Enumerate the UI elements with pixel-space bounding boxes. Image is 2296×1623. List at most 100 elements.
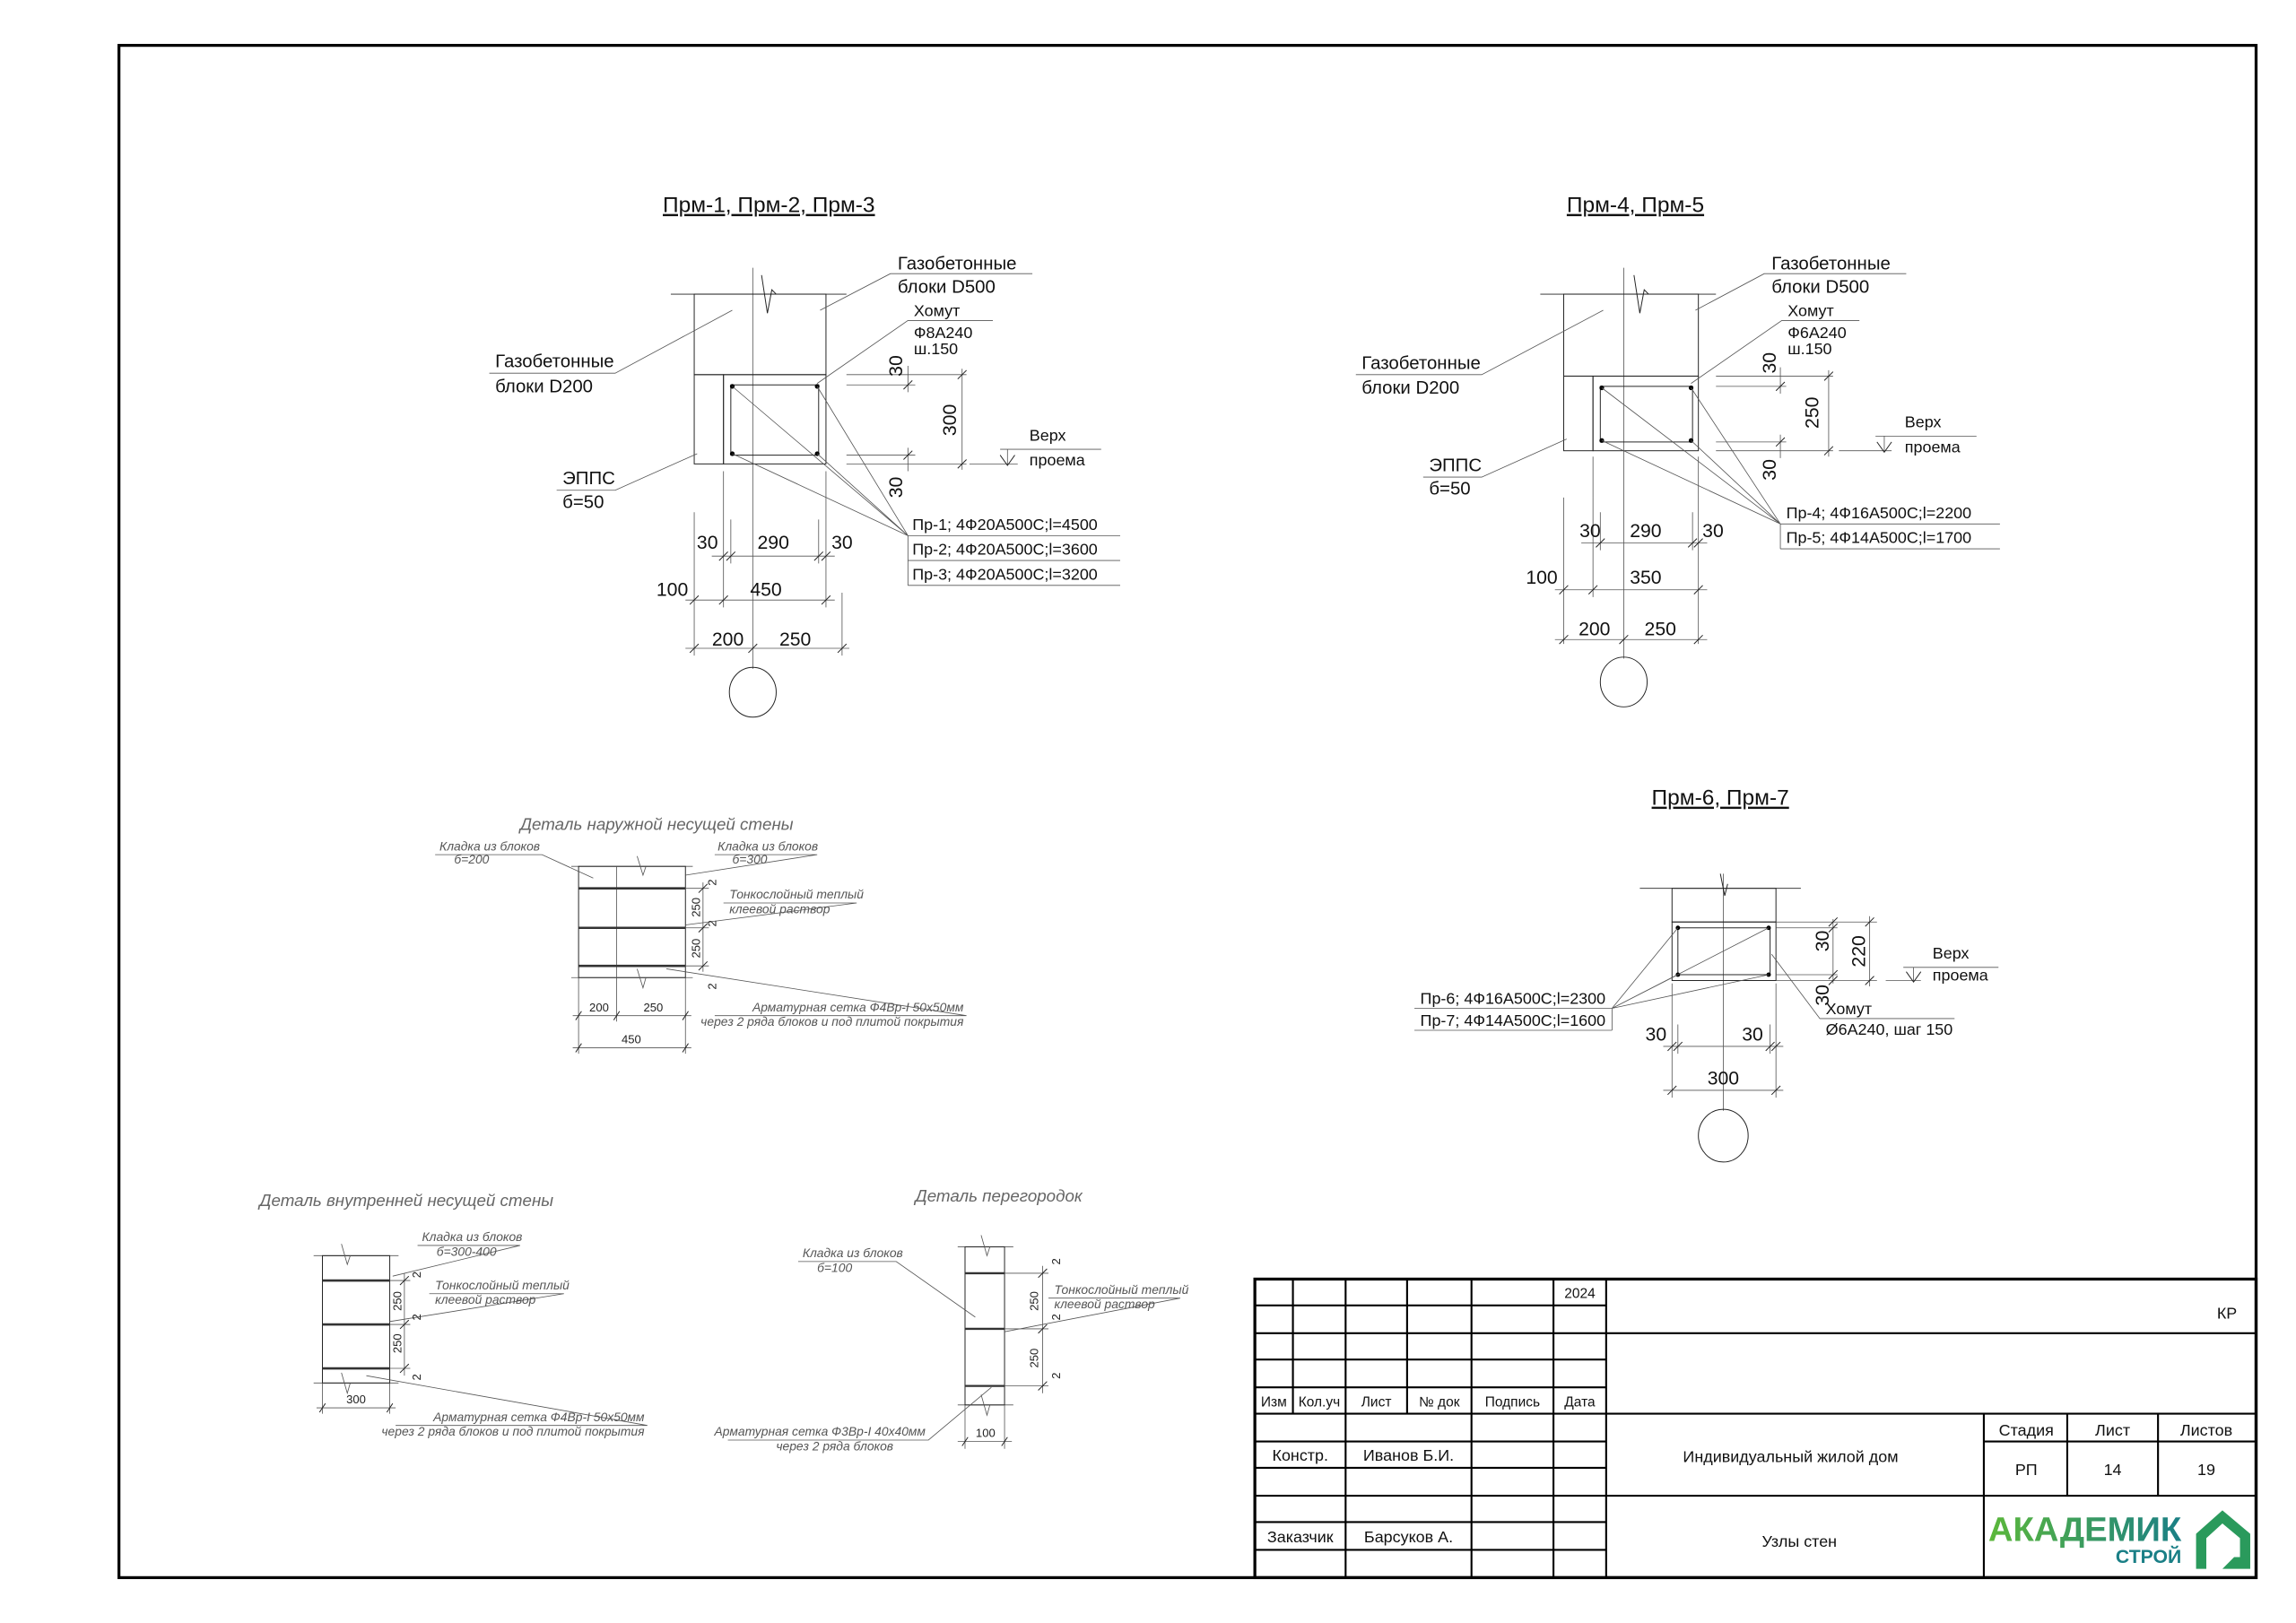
detail-title: Прм-4, Прм-5 xyxy=(1567,194,1704,218)
label-opening-top: проема xyxy=(1905,438,1961,456)
dim: 30 xyxy=(1760,352,1780,374)
dim: 2 xyxy=(706,920,719,926)
dim: 250 xyxy=(1028,1349,1041,1368)
dim: 200 xyxy=(1578,619,1610,639)
label-stirrup: Хомут xyxy=(1826,1000,1872,1018)
label-mesh: Арматурная сетка Ф4Вр-I 50х50мм xyxy=(432,1410,645,1424)
bar-spec: Пр-3; 4Ф20А500С;l=3200 xyxy=(912,565,1098,583)
label-masonry: б=100 xyxy=(817,1260,852,1274)
dim: 2 xyxy=(706,983,719,989)
role-customer: Заказчик xyxy=(1267,1528,1334,1546)
bar-spec: Пр-6; 4Ф16А500С;l=2300 xyxy=(1421,990,1606,1008)
stage-label: Стадия xyxy=(1999,1421,2054,1439)
sheet-title: Узлы стен xyxy=(1761,1532,1837,1550)
dim: 450 xyxy=(622,1033,641,1046)
dim: 30 xyxy=(831,533,853,553)
logo-subtext: СТРОЙ xyxy=(2116,1545,2181,1567)
aerated-block-d500 xyxy=(1563,293,1700,377)
dim: 290 xyxy=(757,533,788,553)
stage-value: РП xyxy=(2015,1461,2038,1479)
dim: 30 xyxy=(697,533,718,553)
detail-title: Прм-1, Прм-2, Прм-3 xyxy=(663,194,875,218)
dim: 300 xyxy=(940,404,961,436)
dim: 250 xyxy=(1028,1291,1041,1311)
dim: 2 xyxy=(1049,1258,1063,1264)
document-code: КР xyxy=(2217,1305,2237,1323)
label-d500: блоки D500 xyxy=(1771,277,1869,297)
title-block: 2024 КР Изм Кол.уч Лист № док Подпись Да… xyxy=(1253,1277,2258,1580)
dim: 250 xyxy=(1645,619,1676,639)
dim: 2 xyxy=(1049,1373,1063,1379)
project-name: Индивидуальный жилой дом xyxy=(1683,1447,1898,1465)
label-d200: Газобетонные xyxy=(1361,353,1481,373)
label-glue: клеевой раствор xyxy=(1055,1297,1155,1311)
dim: 200 xyxy=(712,629,744,650)
role-designer: Констр. xyxy=(1272,1446,1327,1464)
dim: 250 xyxy=(391,1291,404,1311)
bar-spec: Пр-2; 4Ф20А500С;l=3600 xyxy=(912,541,1098,559)
label-mesh: Арматурная сетка Ф4Вр-I 50х50мм xyxy=(752,1000,964,1014)
dim: 30 xyxy=(1646,1024,1667,1045)
bar-spec: Пр-4; 4Ф16А500С;l=2200 xyxy=(1787,504,1972,522)
year: 2024 xyxy=(1564,1287,1596,1302)
header-list: Лист xyxy=(1361,1394,1392,1410)
header-izm: Изм xyxy=(1261,1394,1287,1410)
label-d200: Газобетонные xyxy=(495,352,614,372)
label-masonry: б=300 xyxy=(732,852,767,866)
label-stirrup: ш.150 xyxy=(914,340,958,358)
label-stirrup: Ø6А240, шаг 150 xyxy=(1826,1020,1953,1038)
header-doc: № док xyxy=(1419,1394,1460,1410)
dim: 2 xyxy=(1049,1314,1063,1320)
stirrup xyxy=(1599,386,1693,443)
label-mesh: через 2 ряда блоков и под плитой покрыти… xyxy=(381,1424,645,1438)
header-sign: Подпись xyxy=(1485,1394,1540,1410)
label-opening-top: Верх xyxy=(1905,413,1942,431)
dim: 30 xyxy=(1702,521,1724,542)
designer-name: Иванов Б.И. xyxy=(1363,1446,1454,1464)
label-masonry: Кладка из блоков xyxy=(422,1229,522,1244)
sheet-frame xyxy=(117,43,2258,1580)
dim: 200 xyxy=(589,1001,609,1014)
customer-name: Барсуков А. xyxy=(1364,1528,1453,1546)
company-logo: АКАДЕМИК СТРОЙ xyxy=(1988,1510,2250,1569)
label-masonry: б=200 xyxy=(454,852,489,866)
dim: 2 xyxy=(410,1374,423,1380)
lintel-section xyxy=(723,374,827,464)
dim: 220 xyxy=(1849,935,1870,967)
aerated-block-d500 xyxy=(693,293,827,376)
rebar-dots xyxy=(729,384,820,456)
dim: 350 xyxy=(1630,568,1661,588)
dim: 2 xyxy=(410,1271,423,1278)
lintel-section xyxy=(1592,375,1700,452)
dim: 30 xyxy=(1760,459,1780,481)
label-d500: блоки D500 xyxy=(898,277,996,297)
dim: 2 xyxy=(410,1314,423,1320)
label-glue: Тонкослойный теплый xyxy=(729,887,864,901)
label-mesh: через 2 ряда блоков и под плитой покрыти… xyxy=(700,1014,964,1028)
epps-insulation xyxy=(693,374,725,464)
label-glue: Тонкослойный теплый xyxy=(435,1278,570,1292)
label-opening-top: Верх xyxy=(1030,426,1066,444)
dim: 30 xyxy=(1579,521,1601,542)
label-opening-top: проема xyxy=(1030,451,1085,469)
label-epps: ЭППС xyxy=(1429,456,1482,476)
detail-outer-wall: Деталь наружной несущей стены Кладка из … xyxy=(435,814,967,1055)
axis-marker xyxy=(1599,656,1648,707)
label-glue: клеевой раствор xyxy=(435,1292,535,1306)
bar-spec: Пр-1; 4Ф20А500С;l=4500 xyxy=(912,516,1098,534)
logo-text: АКАДЕМИК xyxy=(1988,1511,2182,1549)
dim: 100 xyxy=(657,579,688,600)
label-mesh: Арматурная сетка Ф3Вр-I 40х40мм xyxy=(714,1424,926,1438)
bar-spec: Пр-7; 4Ф14А500С;l=1600 xyxy=(1421,1011,1606,1029)
label-opening-top: проема xyxy=(1933,967,1988,985)
dim: 290 xyxy=(1630,521,1661,542)
detail-prm-1-2-3: Прм-1, Прм-2, Прм-3 Газобетонные блоки D… xyxy=(489,194,1120,718)
label-stirrup: Хомут xyxy=(914,302,960,320)
stirrup xyxy=(1677,927,1771,976)
label-stirrup: ш.150 xyxy=(1787,340,1831,358)
dim: 100 xyxy=(1526,568,1557,588)
label-d500: Газобетонные xyxy=(898,254,1017,273)
sheet-number: 14 xyxy=(2104,1461,2122,1479)
dim: 250 xyxy=(690,898,703,917)
